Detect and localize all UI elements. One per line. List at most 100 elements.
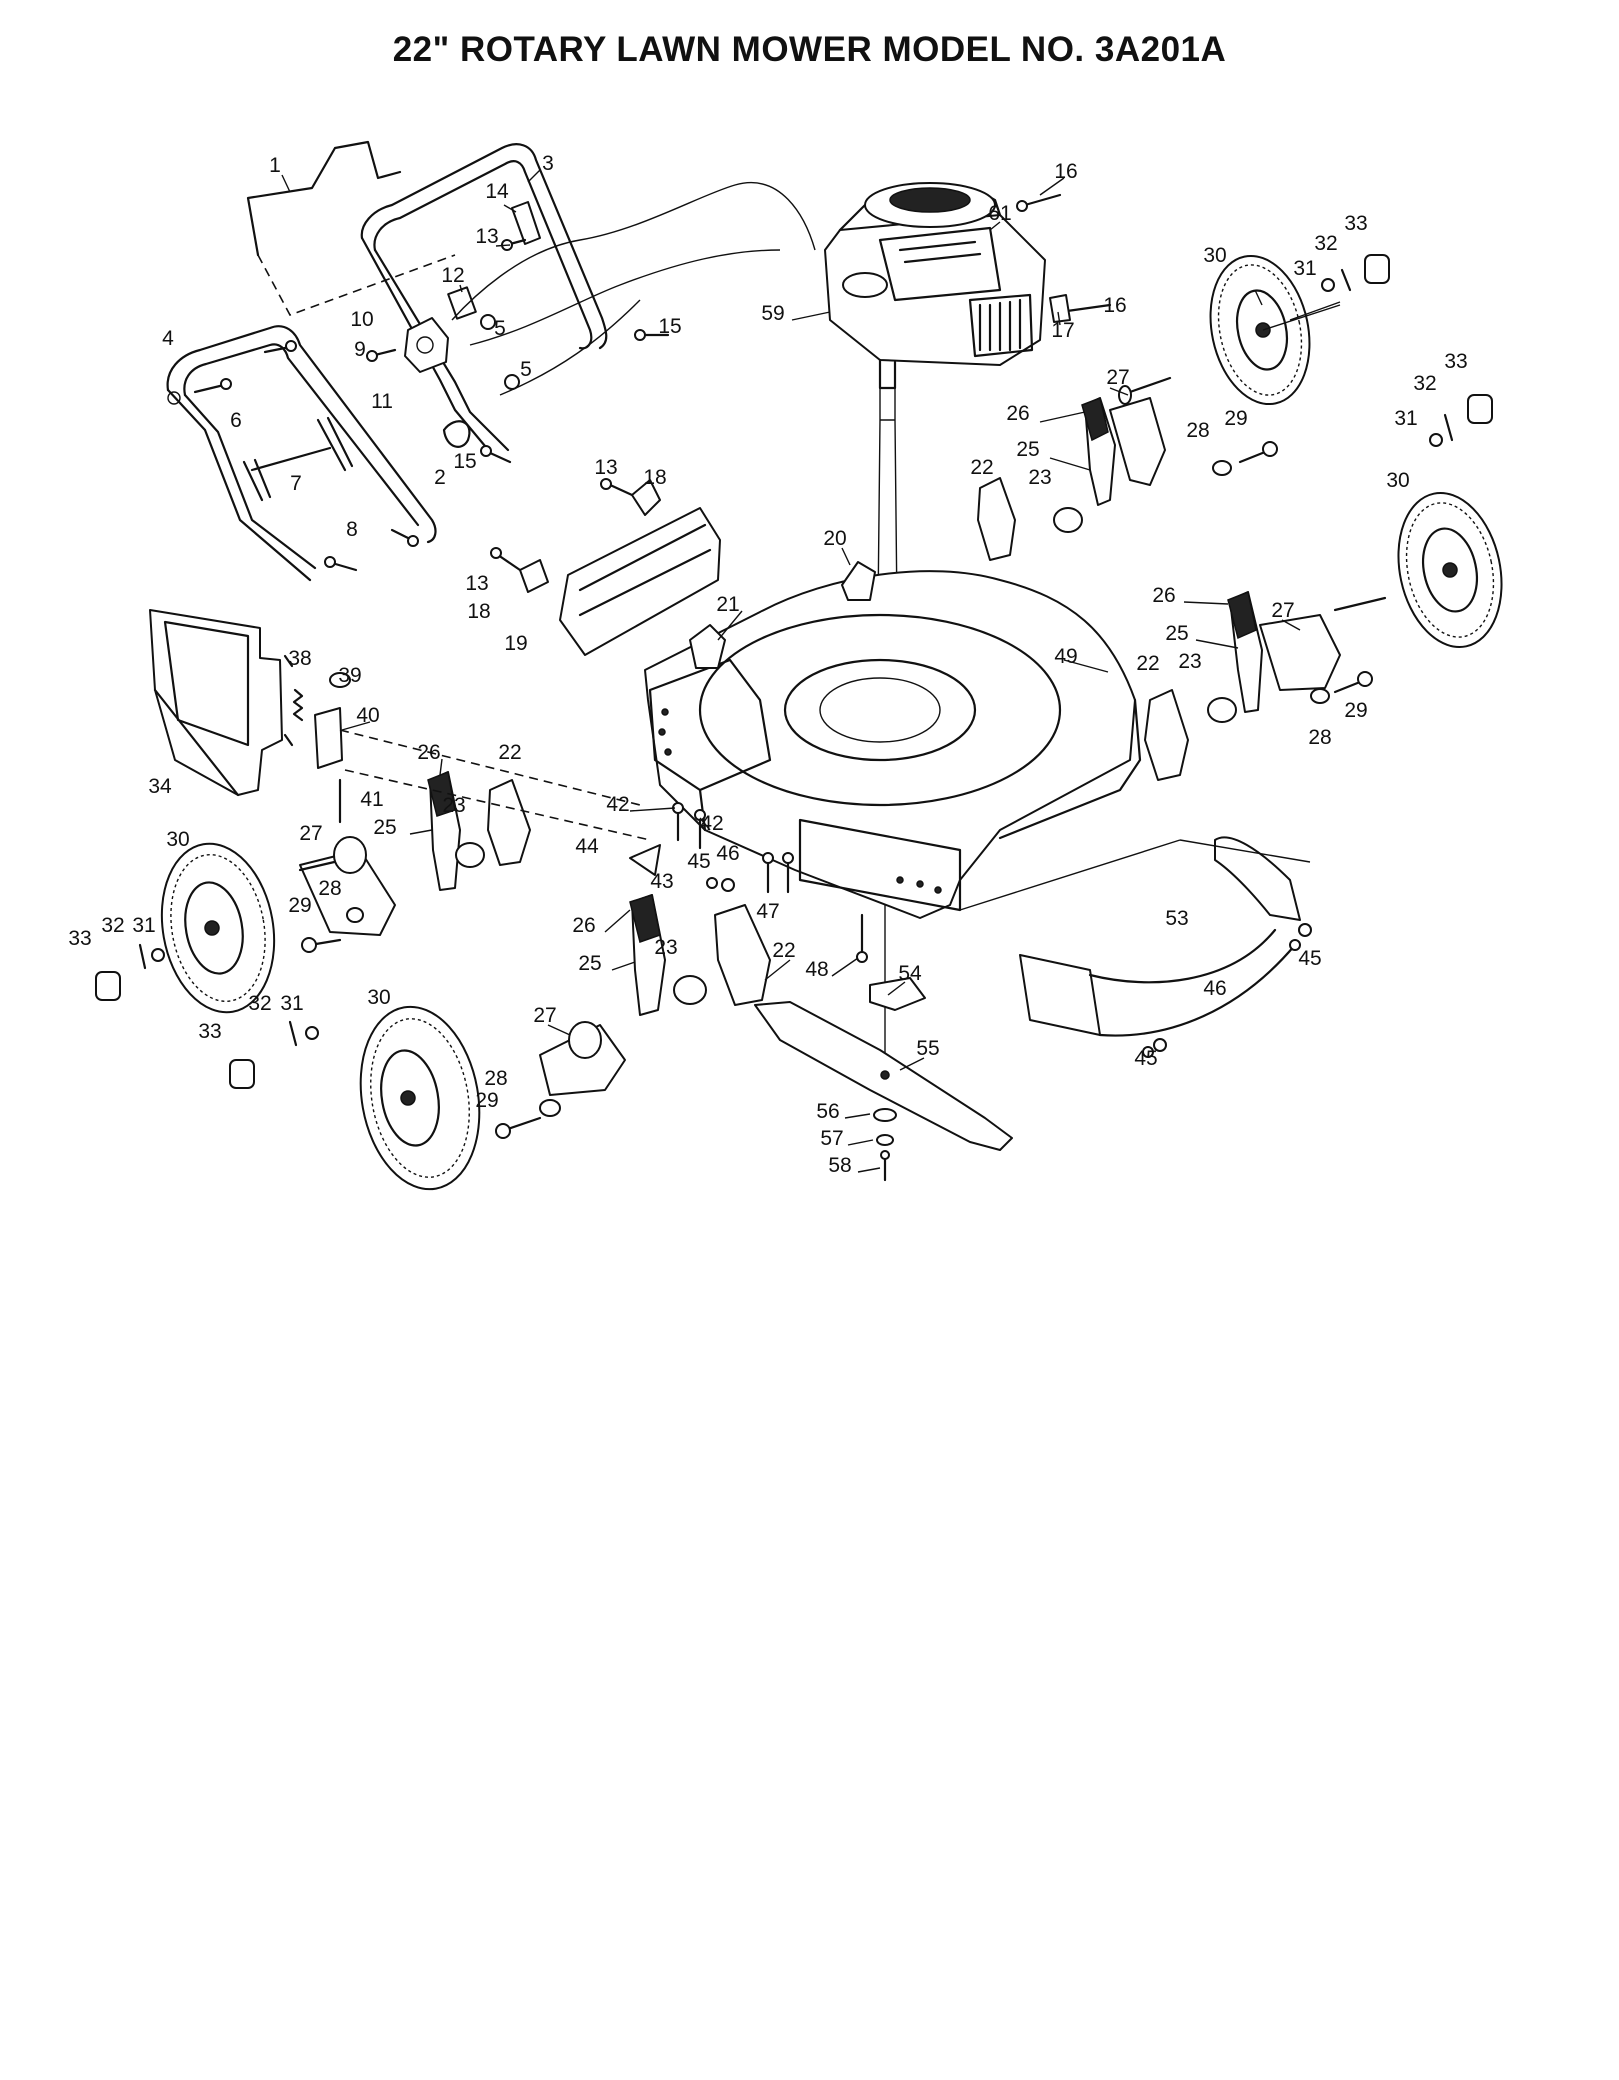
- adjuster-front-left-top: [298, 770, 531, 953]
- callout-c21: 21: [716, 593, 739, 616]
- callout-c22d: 22: [772, 939, 795, 962]
- part-3-upper-handle: [360, 143, 608, 350]
- callout-c33a: 33: [1344, 212, 1367, 235]
- callout-c17: 17: [1051, 319, 1074, 342]
- callout-c39: 39: [338, 664, 361, 687]
- callout-c28d: 28: [484, 1067, 507, 1090]
- callout-c25d: 25: [578, 952, 601, 975]
- callout-c23b: 23: [1178, 650, 1201, 673]
- part-30-wheel-rear-right-bottom: [1397, 491, 1503, 649]
- control-cable: [451, 182, 816, 321]
- part-21-bracket: [689, 624, 726, 669]
- callout-c25a: 25: [1016, 438, 1039, 461]
- upper-handle-group: [246, 140, 670, 464]
- callout-c2: 2: [434, 466, 446, 489]
- callout-c32d: 32: [248, 992, 271, 1015]
- part-39-nut: [329, 672, 351, 688]
- callout-c48: 48: [805, 958, 828, 981]
- callout-c58: 58: [828, 1154, 851, 1177]
- part-57-washer: [876, 1134, 894, 1146]
- callout-c27d: 27: [533, 1004, 556, 1027]
- callout-c23a: 23: [1028, 466, 1051, 489]
- part-34-rear-door: [149, 609, 294, 797]
- callout-c5b: 5: [520, 358, 532, 381]
- adjuster-rear-right-bottom: [1144, 590, 1387, 781]
- callout-c45c: 45: [1134, 1047, 1157, 1070]
- callout-c53: 53: [1165, 907, 1188, 930]
- callout-c33c: 33: [68, 927, 91, 950]
- callout-c32b: 32: [1413, 372, 1436, 395]
- callout-c16a: 16: [1054, 160, 1077, 183]
- callout-c43: 43: [650, 870, 673, 893]
- callout-c45a: 45: [687, 850, 710, 873]
- callout-c28a: 28: [1186, 419, 1209, 442]
- callout-c33b: 33: [1444, 350, 1467, 373]
- callout-c47: 47: [756, 900, 779, 923]
- callout-c28c: 28: [318, 877, 341, 900]
- callout-c23c: 23: [442, 794, 465, 817]
- callout-c27a: 27: [1106, 366, 1129, 389]
- callout-c42b: 42: [700, 812, 723, 835]
- callout-c55: 55: [916, 1037, 939, 1060]
- part-14-clip: [511, 201, 541, 245]
- callout-c15b: 15: [453, 450, 476, 473]
- callout-c8: 8: [346, 518, 358, 541]
- part-4-lower-handle: [166, 325, 437, 544]
- callout-c42a: 42: [606, 793, 629, 816]
- callout-c13a: 13: [475, 225, 498, 248]
- callout-c59: 59: [761, 302, 784, 325]
- callout-c54: 54: [898, 962, 922, 985]
- callout-c1: 1: [269, 154, 281, 177]
- callout-c12: 12: [441, 264, 464, 287]
- callout-c34: 34: [148, 775, 172, 798]
- callout-c46a: 46: [716, 842, 739, 865]
- callout-c22c: 22: [498, 741, 521, 764]
- callout-c4: 4: [162, 327, 174, 350]
- callout-c14: 14: [485, 180, 509, 203]
- callout-c38: 38: [288, 647, 311, 670]
- part-44-clip: [629, 844, 661, 876]
- callout-c31a: 31: [1293, 257, 1316, 280]
- part-40-hinge: [314, 707, 343, 769]
- callout-c29a: 29: [1224, 407, 1247, 430]
- callout-c56: 56: [816, 1100, 839, 1123]
- callout-c18a: 18: [643, 466, 666, 489]
- part-12-block: [447, 286, 477, 320]
- callout-c44: 44: [575, 835, 599, 858]
- part-1-bracket: [246, 140, 402, 257]
- callout-c26a: 26: [1006, 402, 1029, 425]
- leader-lines: [281, 169, 1301, 1173]
- callout-c22b: 22: [1136, 652, 1159, 675]
- lower-handle-group: [166, 325, 437, 582]
- callout-c7: 7: [290, 472, 302, 495]
- part-19-baffle: [559, 507, 721, 656]
- callout-c29d: 29: [475, 1089, 498, 1112]
- callout-c49: 49: [1054, 645, 1077, 668]
- part-30-wheel-front-left-bottom: [359, 1005, 481, 1191]
- callout-c29c: 29: [288, 894, 311, 917]
- callout-c15a: 15: [658, 315, 681, 338]
- callout-c31c: 31: [132, 914, 155, 937]
- callout-c26c: 26: [417, 741, 440, 764]
- callout-c33d: 33: [198, 1020, 221, 1043]
- adjuster-front-left-bottom: [495, 894, 771, 1139]
- part-59-engine: [824, 182, 1046, 390]
- callout-c22a: 22: [970, 456, 993, 479]
- callout-c27b: 27: [1271, 599, 1294, 622]
- callout-c30a: 30: [1203, 244, 1226, 267]
- part-56-washer: [873, 1108, 897, 1122]
- part-30-wheel-front-left-top: [160, 842, 276, 1014]
- callout-c30d: 30: [367, 986, 390, 1009]
- callout-c28b: 28: [1308, 726, 1331, 749]
- callout-c5a: 5: [494, 317, 506, 340]
- callout-c18b: 18: [467, 600, 490, 623]
- part-20-bracket: [841, 561, 876, 601]
- callout-c46b: 46: [1203, 977, 1226, 1000]
- part-10-bracket: [404, 317, 449, 373]
- part-53-baffle: [1019, 836, 1312, 1058]
- callout-c3: 3: [542, 152, 554, 175]
- part-38-spring: [292, 688, 304, 722]
- callout-c19: 19: [504, 632, 527, 655]
- part-54-adapter: [869, 977, 926, 1011]
- callout-c20: 20: [823, 527, 846, 550]
